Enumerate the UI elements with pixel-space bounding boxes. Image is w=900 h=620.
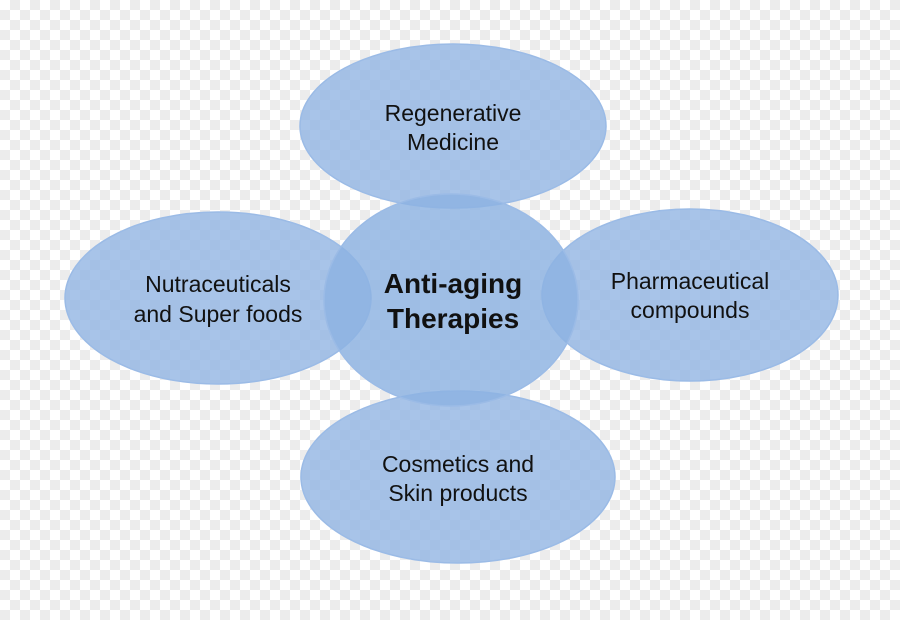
label-left: Nutraceuticals and Super foods	[134, 271, 303, 327]
label-left-line2: and Super foods	[134, 301, 303, 327]
bubble-regenerative-medicine	[299, 43, 607, 209]
label-center: Anti-aging Therapies	[384, 268, 522, 334]
bubble-cosmetics	[300, 390, 616, 564]
label-left-line1: Nutraceuticals	[145, 271, 291, 297]
label-right: Pharmaceutical compounds	[611, 268, 770, 323]
label-right-line1: Pharmaceutical	[611, 268, 770, 294]
label-top: Regenerative Medicine	[385, 100, 522, 155]
label-center-line1: Anti-aging	[384, 268, 522, 299]
label-top-line1: Regenerative	[385, 100, 522, 126]
label-top-line2: Medicine	[407, 129, 499, 155]
label-right-line2: compounds	[631, 297, 750, 323]
bubble-pharmaceutical-compounds	[541, 208, 839, 382]
label-bottom: Cosmetics and Skin products	[382, 451, 534, 506]
bubble-anti-aging-therapies	[323, 193, 579, 407]
label-bottom-line2: Skin products	[388, 480, 527, 506]
label-bottom-line1: Cosmetics and	[382, 451, 534, 477]
label-center-line2: Therapies	[387, 303, 519, 334]
